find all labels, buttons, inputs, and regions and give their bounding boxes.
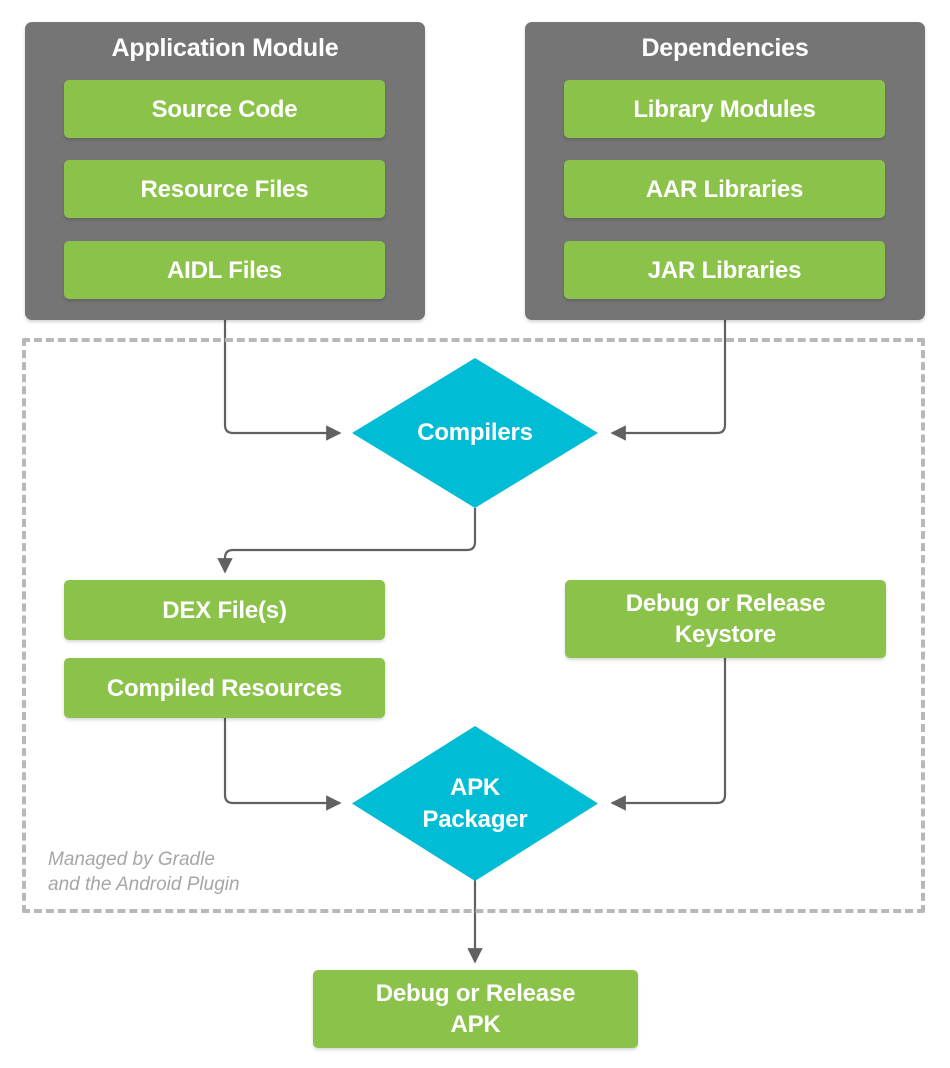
- box-keystore[interactable]: Debug or Release Keystore: [565, 580, 886, 658]
- box-compiled-resources[interactable]: Compiled Resources: [64, 658, 385, 718]
- box-aar-libraries[interactable]: AAR Libraries: [564, 160, 885, 218]
- box-source-code[interactable]: Source Code: [64, 80, 385, 138]
- box-jar-libraries[interactable]: JAR Libraries: [564, 241, 885, 299]
- box-library-modules[interactable]: Library Modules: [564, 80, 885, 138]
- compilers-label: Compilers: [417, 419, 533, 446]
- panel-application-module-title: Application Module: [111, 34, 339, 62]
- panel-dependencies-title: Dependencies: [641, 34, 809, 62]
- box-aidl-files[interactable]: AIDL Files: [64, 241, 385, 299]
- managed-by-gradle-region: [22, 338, 925, 913]
- apk-packager-label: APK Packager: [422, 773, 528, 833]
- process-compilers[interactable]: Compilers: [352, 358, 598, 508]
- box-output-apk[interactable]: Debug or Release APK: [313, 970, 638, 1048]
- box-dex-files[interactable]: DEX File(s): [64, 580, 385, 640]
- managed-by-gradle-caption: Managed by Gradle and the Android Plugin: [48, 849, 240, 895]
- box-resource-files[interactable]: Resource Files: [64, 160, 385, 218]
- process-apk-packager[interactable]: APK Packager: [352, 726, 598, 881]
